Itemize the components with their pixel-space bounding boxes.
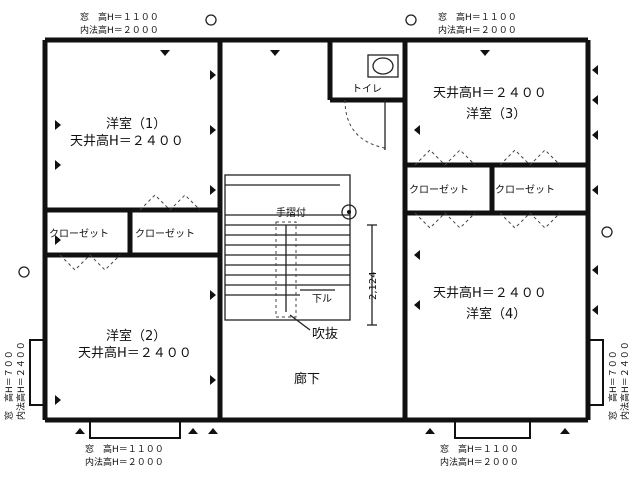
closet-label-1: クローゼット <box>49 228 109 240</box>
window-left-inner: 内法高H＝２４００ <box>15 341 27 420</box>
closet-label-2: クローゼット <box>135 228 195 240</box>
down-label: 下ル <box>312 294 332 305</box>
window-right-label: 窓 高H＝７００ <box>607 350 619 420</box>
closet-doors <box>59 149 561 271</box>
room4-name: 洋室（4） <box>466 306 526 322</box>
outlet-symbols <box>18 14 613 278</box>
window-top-right-inner: 内法高H＝２０００ <box>438 24 517 36</box>
dimension-label: 2,124 <box>368 271 379 300</box>
window-bottom-left-label: 窓 高H＝１１００ <box>85 443 164 455</box>
room3-ceiling: 天井高H＝２４００ <box>433 85 547 101</box>
room4-ceiling: 天井高H＝２４００ <box>433 285 547 301</box>
staircase <box>224 174 357 331</box>
wall-markers <box>55 50 598 434</box>
window-bottom-right-inner: 内法高H＝２０００ <box>440 456 519 468</box>
window-top-left-inner: 内法高H＝２０００ <box>80 24 159 36</box>
closet-label-4: クローゼット <box>495 184 555 196</box>
corridor-label: 廊下 <box>294 371 320 387</box>
handrail-label: 手摺付 <box>276 206 306 219</box>
window-left-label: 窓 高H＝７００ <box>3 350 15 420</box>
bay-windows <box>29 339 604 439</box>
room1-name: 洋室（1） <box>106 116 166 132</box>
toilet-fixture <box>344 54 399 150</box>
window-top-left-label: 窓 高H＝１１００ <box>80 11 159 23</box>
void-label: 吹抜 <box>312 326 338 342</box>
closet-label-3: クローゼット <box>409 184 469 196</box>
room3-name: 洋室（3） <box>466 106 526 122</box>
toilet-label: トイレ <box>352 84 382 95</box>
window-top-right-label: 窓 高H＝１１００ <box>438 11 517 23</box>
room1-ceiling: 天井高H＝２４００ <box>70 133 184 149</box>
exterior-walls <box>42 37 591 423</box>
dimension-line <box>367 224 377 326</box>
interior-walls <box>45 40 588 420</box>
window-bottom-left-inner: 内法高H＝２０００ <box>85 456 164 468</box>
room2-ceiling: 天井高H＝２４００ <box>78 345 192 361</box>
window-right-inner: 内法高H＝２４００ <box>619 341 631 420</box>
room2-name: 洋室（2） <box>106 328 166 344</box>
window-bottom-right-label: 窓 高H＝１１００ <box>440 443 519 455</box>
